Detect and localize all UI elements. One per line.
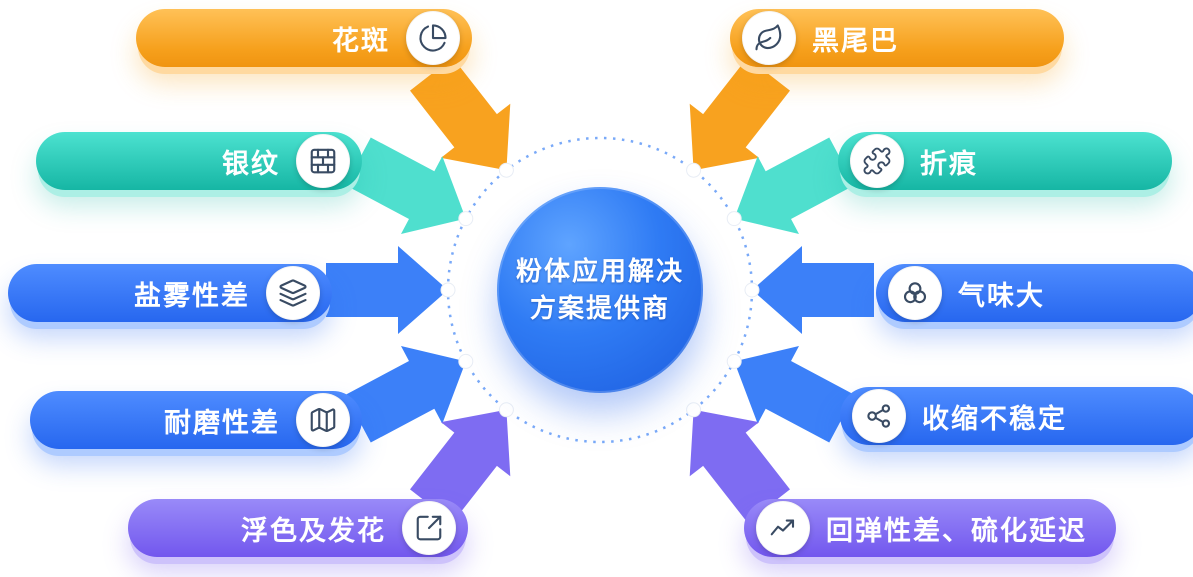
pill-yinwen: 银纹: [36, 132, 362, 190]
pill-label: 银纹: [222, 148, 280, 179]
pill-label: 黑尾巴: [812, 25, 899, 56]
pill-fuse: 浮色及发花: [128, 499, 468, 557]
center-node: 粉体应用解决 方案提供商: [497, 187, 703, 393]
line-chart-icon: [756, 501, 810, 555]
map-icon: [296, 393, 350, 447]
pill-huaban: 花斑: [136, 9, 472, 67]
arrow-yanwu: [326, 246, 448, 334]
center-title-line2: 方案提供商: [529, 293, 670, 323]
pill-label: 耐磨性差: [164, 407, 280, 438]
junction-dot: [458, 211, 474, 227]
pill-label: 花斑: [332, 25, 390, 56]
pill-naimo: 耐磨性差: [30, 391, 362, 449]
bricks-icon: [296, 134, 350, 188]
junction-dot: [686, 162, 702, 178]
center-title-line1: 粉体应用解决: [515, 256, 684, 286]
pill-label: 浮色及发花: [241, 515, 386, 546]
pill-yanwu: 盐雾性差: [8, 264, 332, 322]
nodes-icon: [852, 389, 906, 443]
pill-heiweiba: 黑尾巴: [730, 9, 1064, 67]
arrow-zhehen: [734, 137, 855, 234]
pill-label: 回弹性差、硫化延迟: [826, 515, 1087, 546]
puzzle-icon: [850, 134, 904, 188]
pill-zhehen: 折痕: [838, 132, 1172, 190]
arrow-heiweiba: [689, 57, 790, 171]
layers-icon: [266, 266, 320, 320]
junction-dot: [726, 211, 742, 227]
pill-shousuo: 收缩不稳定: [840, 387, 1193, 445]
pill-qiwei: 气味大: [876, 264, 1193, 322]
junction-dot: [726, 353, 742, 369]
junction-dot: [458, 353, 474, 369]
pill-label: 盐雾性差: [134, 280, 250, 311]
leaf-icon: [742, 11, 796, 65]
junction-dot: [440, 282, 456, 298]
pill-huitan: 回弹性差、硫化延迟: [744, 499, 1116, 557]
arrow-naimo: [345, 346, 466, 443]
junction-dot: [498, 402, 514, 418]
junction-dot: [686, 402, 702, 418]
circles-icon: [888, 266, 942, 320]
pill-label: 收缩不稳定: [922, 403, 1067, 434]
arrow-shousuo: [734, 346, 855, 443]
junction-dot: [744, 282, 760, 298]
arrow-out-box-icon: [402, 501, 456, 555]
pill-label: 气味大: [958, 280, 1045, 311]
arrow-yinwen: [345, 137, 466, 234]
pill-label: 折痕: [920, 148, 978, 179]
arrow-qiwei: [752, 246, 874, 334]
pie-chart-icon: [406, 11, 460, 65]
arrow-huaban: [410, 57, 511, 171]
junction-dot: [498, 162, 514, 178]
